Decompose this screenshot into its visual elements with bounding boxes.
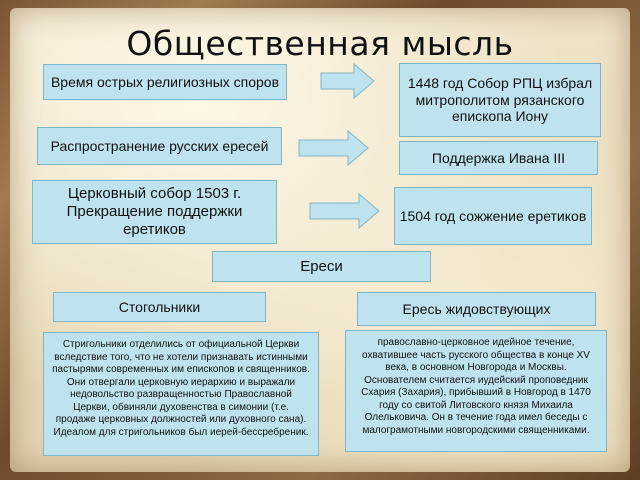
box-council-1448: 1448 год Собор РПЦ избрал митрополитом р…	[399, 63, 601, 137]
box-strigolniki-label: Стогольники	[53, 292, 266, 322]
box-burning-1504: 1504 год сожжение еретиков	[394, 187, 592, 245]
arrow-right-icon	[320, 62, 375, 100]
arrow-right-icon	[309, 192, 380, 230]
box-ivan-support: Поддержка Ивана III	[399, 141, 598, 175]
box-spread-heresies: Распространение русских ересей	[37, 127, 282, 165]
box-judaizers-label: Ересь жидовствующих	[357, 292, 596, 326]
box-religious-disputes: Время острых религиозных споров	[43, 64, 287, 100]
box-council-1503: Церковный собор 1503 г. Прекращение подд…	[32, 180, 277, 244]
slide-title: Общественная мысль	[126, 24, 514, 63]
box-judaizers-description: православно-церковное идейное течение, о…	[345, 330, 607, 452]
box-heresies: Ереси	[212, 251, 431, 282]
arrow-right-icon	[298, 129, 369, 167]
box-strigolniki-description: Стригольники отделились от официальной Ц…	[43, 332, 319, 456]
